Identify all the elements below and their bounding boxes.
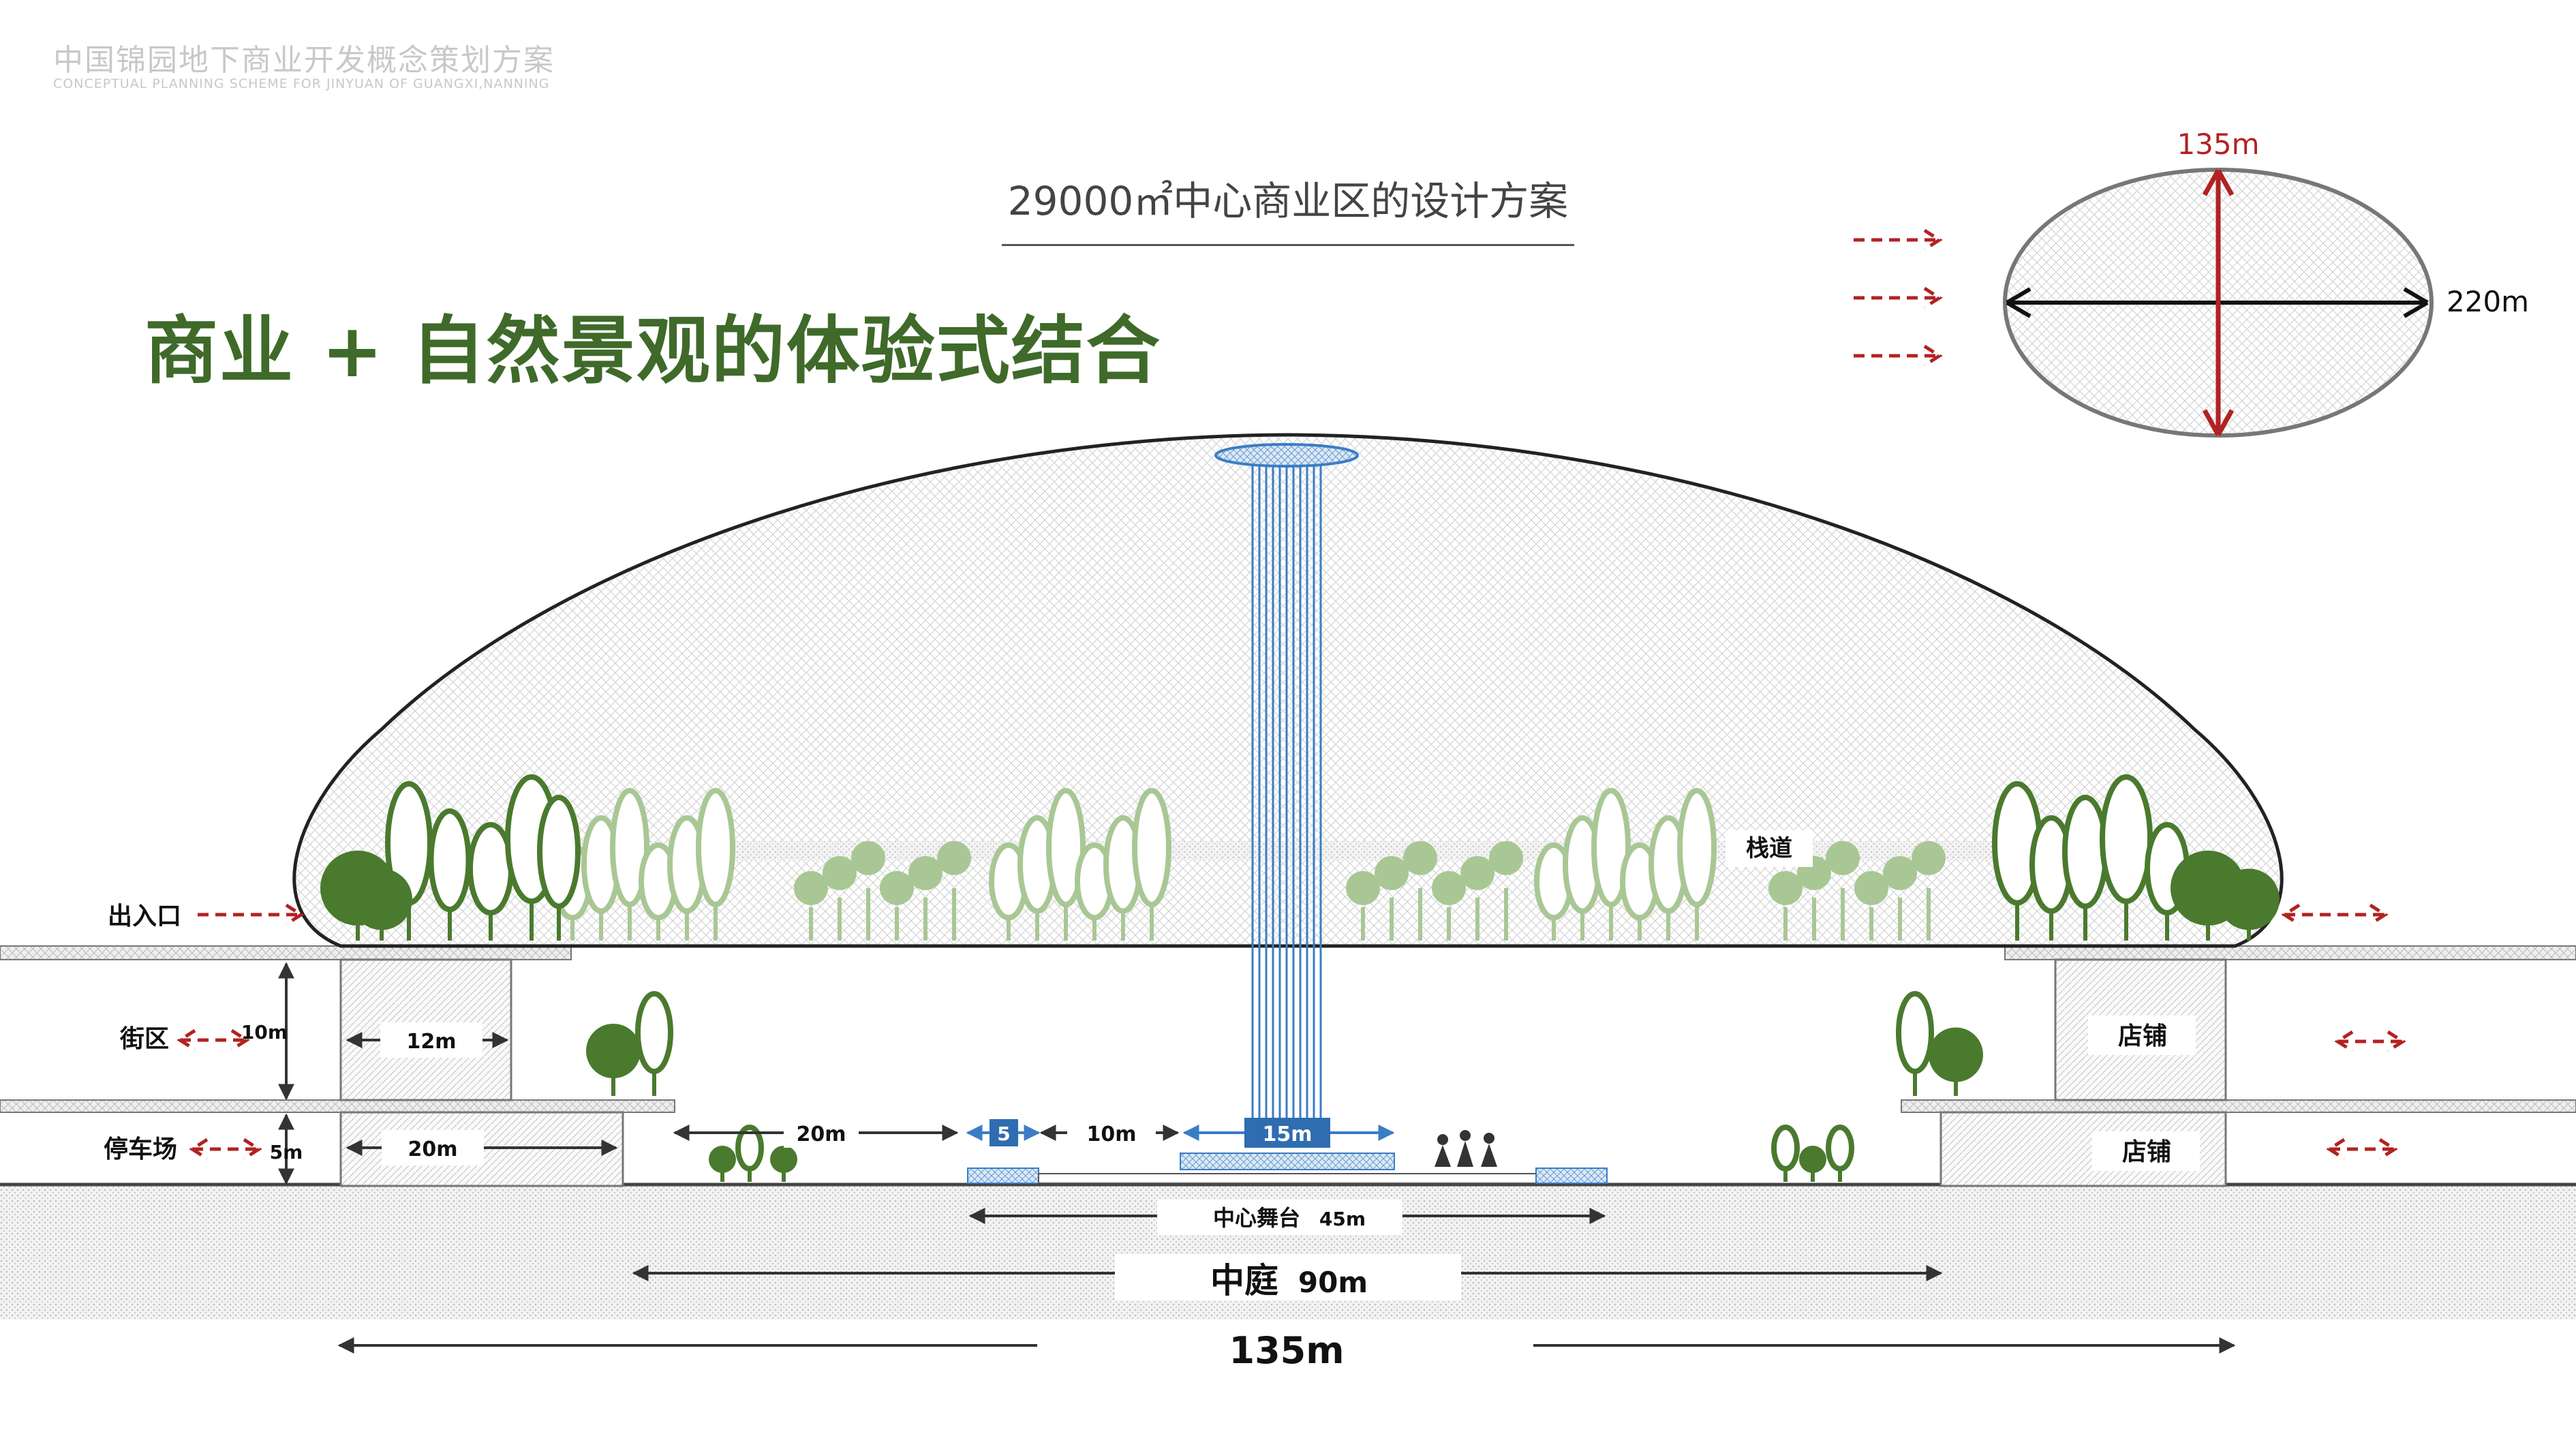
tree-icon	[1677, 788, 1717, 941]
tree-icon	[586, 1024, 641, 1096]
tree-icon	[2218, 868, 2280, 941]
dim-step: 5	[997, 1123, 1010, 1145]
tree-icon	[1799, 1146, 1826, 1182]
plan-short-dim: 135m	[2177, 127, 2259, 161]
arrowhead-down-icon	[2202, 409, 2235, 436]
label-parking: 停车场	[104, 1135, 177, 1163]
tree-icon	[351, 868, 412, 941]
tree-icon	[1771, 1125, 1800, 1182]
flow-arrows-icon	[1854, 228, 1943, 367]
tree-icon	[537, 795, 581, 941]
fountain-column	[1214, 443, 1359, 1125]
diagram-headline: 商业 + 自然景观的体验式结合	[144, 309, 1161, 394]
dim-parking-height: 5m	[270, 1141, 303, 1163]
tree-icon	[1046, 788, 1086, 941]
tree-icon	[735, 1125, 764, 1182]
slab-top-left	[0, 945, 572, 960]
dim-fountain: 15m	[1262, 1123, 1312, 1146]
label-shop-upper: 店铺	[2118, 1022, 2167, 1050]
label-shop-lower: 店铺	[2122, 1138, 2171, 1166]
tree-icon	[635, 991, 673, 1096]
tree-icon	[696, 788, 735, 941]
dim-court-width: 90m	[1298, 1266, 1368, 1299]
tree-icon	[1896, 991, 1934, 1096]
tree-icon	[639, 842, 678, 941]
dome-canopy	[292, 433, 2284, 948]
tree-icon	[1403, 841, 1437, 941]
plan-ellipse-group: 135m 220m	[1854, 127, 2529, 438]
tree-icon	[1929, 1027, 1983, 1096]
dim-block-width: 12m	[406, 1030, 456, 1054]
arrowhead-up-icon	[2202, 169, 2235, 196]
tree-icon	[1489, 841, 1523, 941]
tree-icon	[1346, 871, 1380, 941]
slab-mid-left	[0, 1099, 675, 1113]
fountain-basin	[1180, 1153, 1395, 1170]
stage-step-right	[1535, 1168, 1608, 1184]
tree-icon	[1620, 842, 1659, 941]
label-entrance: 出入口	[108, 902, 181, 930]
tree-icon	[1375, 856, 1409, 941]
stage-floor	[1038, 1173, 1537, 1184]
tree-groups	[320, 774, 2280, 1182]
tree-icon	[709, 1146, 736, 1182]
label-block: 街区	[119, 1025, 169, 1053]
dim-stage-width: 45m	[1319, 1208, 1366, 1230]
slab-top-right	[2004, 945, 2576, 960]
slab-mid-right	[1901, 1099, 2576, 1113]
tree-icon	[937, 841, 971, 941]
diagram-subtitle: 29000㎡中心商业区的设计方案	[1002, 169, 1574, 246]
fountain-top-ring	[1214, 443, 1359, 468]
tree-icon	[1460, 856, 1494, 941]
tree-icon	[1883, 856, 1917, 941]
plan-long-dim: 220m	[2447, 285, 2529, 318]
tree-icon	[908, 856, 942, 941]
dim-parking-width: 20m	[408, 1138, 457, 1161]
tree-icon	[1591, 788, 1631, 941]
performers-icon	[1435, 1130, 1497, 1167]
tree-icon	[1768, 871, 1803, 941]
dim-gap-left: 20m	[796, 1123, 846, 1146]
tree-icon	[794, 871, 828, 941]
tree-icon	[1854, 871, 1888, 941]
header-title-en: CONCEPTUAL PLANNING SCHEME FOR JINYUAN O…	[53, 76, 550, 91]
arrowhead-left-icon	[2006, 287, 2031, 318]
dim-gap-mid: 10m	[1086, 1123, 1136, 1146]
tree-icon	[1912, 841, 1946, 941]
arrowhead-right-icon	[2403, 287, 2429, 318]
tree-icon	[770, 1146, 797, 1182]
tree-icon	[880, 871, 914, 941]
tree-icon	[1826, 841, 1860, 941]
header-title-cn: 中国锦园地下商业开发概念策划方案	[53, 43, 555, 78]
tree-icon	[1826, 1125, 1854, 1182]
tree-icon	[610, 788, 649, 941]
red-flow-arrows-icon	[177, 903, 2406, 1161]
tree-icon	[823, 856, 857, 941]
stage-step-left	[967, 1168, 1039, 1184]
tree-icon	[1432, 871, 1466, 941]
tree-icon	[1132, 788, 1171, 941]
tree-icon	[851, 841, 885, 941]
dim-court-name: 中庭	[1210, 1261, 1278, 1300]
dim-stage-name: 中心舞台	[1213, 1205, 1300, 1231]
dim-total-width: 135m	[1229, 1329, 1345, 1372]
label-boardwalk: 栈道	[1746, 835, 1792, 862]
